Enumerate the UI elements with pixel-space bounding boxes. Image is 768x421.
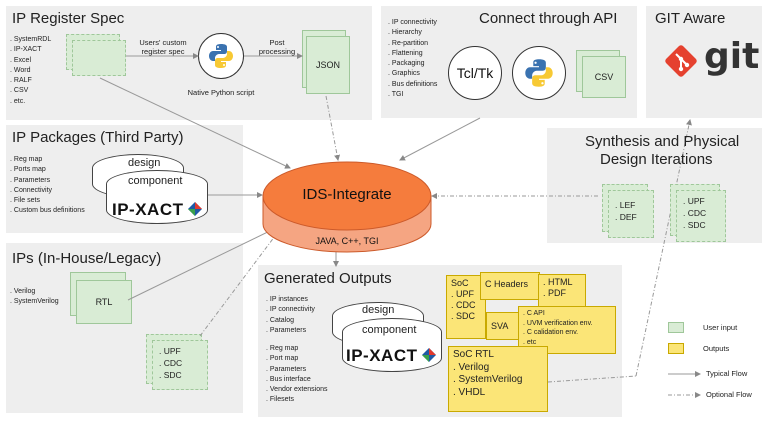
legend-outputs-label: Outputs: [703, 344, 730, 353]
git-logo-icon: [664, 44, 698, 78]
ips-inhouse-title: IPs (In-House/Legacy): [12, 250, 162, 267]
post-processing-label: Post processing: [258, 38, 296, 56]
custom-spec-label: Users' custom register spec: [139, 38, 187, 56]
lef-def-doc: . LEF . DEF: [608, 190, 654, 238]
ip-register-spec-title: IP Register Spec: [12, 10, 125, 27]
ip-packages-title: IP Packages (Third Party): [12, 129, 184, 146]
constraint-doc: . UPF . CDC . SDC: [152, 340, 208, 390]
ip-xact-diamond-icon: [188, 202, 202, 216]
tcl-tk-circle: Tcl/Tk: [448, 46, 502, 100]
legend-user-input-label: User input: [703, 323, 738, 332]
generated-list-2: . Reg map . Port map . Parameters . Bus …: [266, 345, 328, 404]
python-logo-circle-2: [512, 46, 566, 100]
git-logo-text: git: [704, 36, 760, 77]
upf-doc: . UPF . CDC . SDC: [676, 190, 726, 242]
csv-doc: CSV: [582, 56, 626, 98]
sva-doc: SVA: [486, 312, 522, 340]
legend-outputs-swatch: [668, 343, 684, 354]
ids-cylinder: [262, 160, 432, 254]
git-title: GIT Aware: [655, 10, 726, 27]
generated-outputs-title: Generated Outputs: [264, 270, 392, 287]
python-icon: [525, 59, 553, 87]
legend-optional-label: Optional Flow: [706, 390, 752, 399]
ips-inhouse-list: . Verilog . SystemVerilog: [10, 288, 59, 306]
api-feature-list: . IP connectivity . Hierarchy . Re-parti…: [388, 19, 438, 99]
rtl-doc: RTL: [76, 280, 132, 324]
gen-component-db-cylinder: [342, 318, 442, 374]
generated-list-1: . IP instances . IP connectivity . Catal…: [266, 296, 315, 334]
synthesis-panel: [547, 128, 762, 243]
ids-subtitle: JAVA, C++, TGI: [315, 236, 379, 246]
design-db-label: design: [128, 157, 161, 169]
synthesis-title-2: Design Iterations: [600, 151, 713, 168]
tcl-tk-label: Tcl/Tk: [456, 65, 494, 81]
component-db-cylinder: [106, 170, 208, 226]
ip-xact-logo-text: IP-XACT: [112, 200, 184, 219]
legend-typical-label: Typical Flow: [706, 369, 748, 378]
python-script-label: Native Python script: [187, 88, 255, 97]
html-pdf-doc: . HTML . PDF: [538, 274, 586, 308]
ids-title: IDS-Integrate: [302, 186, 392, 203]
connect-api-title: Connect through API: [479, 10, 618, 27]
soc-rtl-doc: SoC RTL . Verilog . SystemVerilog . VHDL: [448, 346, 548, 412]
gen-design-db-label: design: [362, 304, 395, 316]
register-format-list: . SystemRDL . IP-XACT . Excel . Word . R…: [10, 36, 52, 105]
c-api-doc: . C API . UVM verification env. . C cali…: [518, 306, 616, 354]
gen-ip-xact-logo-text: IP-XACT: [346, 346, 418, 365]
synthesis-title-1: Synthesis and Physical: [585, 133, 740, 150]
git-panel: [646, 6, 762, 118]
python-logo-circle-1: [198, 33, 244, 79]
spec-doc-front: [72, 40, 126, 76]
gen-component-db-label: component: [362, 324, 417, 336]
json-doc: JSON: [306, 36, 350, 94]
python-icon: [209, 44, 233, 68]
gen-ip-xact-diamond-icon: [422, 348, 436, 362]
component-db-label: component: [128, 175, 183, 187]
legend-user-input-swatch: [668, 322, 684, 333]
ip-packages-list: . Reg map . Ports map . Parameters . Con…: [10, 156, 85, 215]
c-headers-doc: C Headers: [480, 272, 540, 300]
soc-constraints-doc: SoC . UPF . CDC . SDC: [446, 275, 486, 339]
